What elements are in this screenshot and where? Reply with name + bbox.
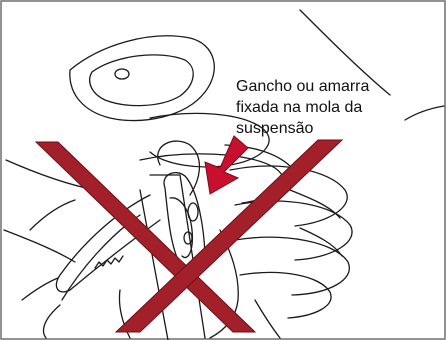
cross-bar-2: [114, 139, 344, 333]
body-contour-line: [404, 105, 445, 121]
spring-coil: [299, 227, 343, 257]
spring-hook: [157, 140, 201, 196]
shock-absorber: [139, 189, 169, 340]
spring-coil: [229, 165, 348, 227]
callout-label: Gancho ou amarra fixada na mola da suspe…: [236, 76, 436, 139]
strut-mount-inner: [89, 54, 194, 107]
spring-coil: [289, 189, 341, 219]
hook-lever: [21, 277, 59, 301]
hook-lever: [55, 194, 161, 293]
callout-line-2: fixada na mola da: [236, 99, 363, 116]
mount-hole: [114, 68, 130, 80]
callout-line-3: suspensão: [236, 120, 314, 137]
spring-coil: [234, 236, 350, 296]
spring-hook: [169, 197, 194, 259]
hook-bolt: [183, 231, 193, 245]
prohibition-cross: [34, 139, 344, 333]
hook-bolt: [187, 202, 199, 222]
cross-bar-1: [34, 141, 257, 333]
knuckle: [118, 289, 131, 339]
pointer-arrow-icon: [204, 135, 249, 195]
spring-coil: [239, 271, 332, 319]
body-contour-line: [3, 229, 76, 263]
strut-mount: [69, 35, 215, 122]
hook-lever: [29, 199, 76, 231]
spring-coil: [149, 112, 270, 168]
knuckle: [254, 299, 281, 339]
body-contour-line: [299, 9, 391, 96]
hook-lever-teeth: [94, 255, 124, 269]
line-art: [3, 9, 445, 340]
callout-line-1: Gancho ou amarra: [236, 78, 370, 95]
hook-lever: [42, 304, 61, 339]
